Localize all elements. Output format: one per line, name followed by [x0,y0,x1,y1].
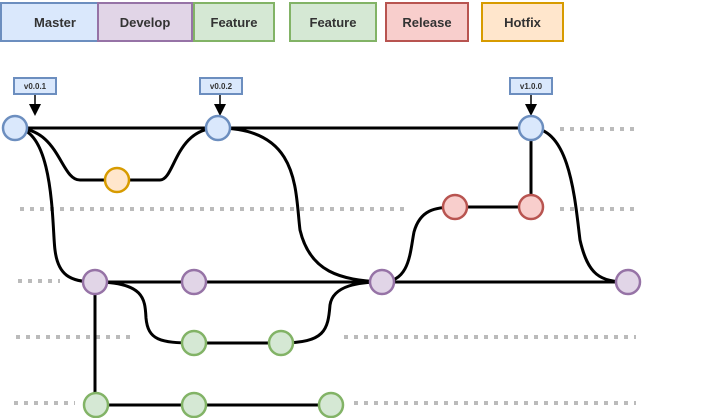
legend-release: Release [385,2,469,42]
commit-release-2[interactable] [517,193,545,221]
commit-develop-1[interactable] [81,268,109,296]
tag-v100: v1.0.0 [509,77,553,95]
commit-develop-2[interactable] [180,268,208,296]
branch-lines [14,126,629,407]
tag-v002: v0.0.2 [199,77,243,95]
commit-master-3[interactable] [517,114,545,142]
master-to-develop-final-merge [530,126,629,284]
commit-develop-3[interactable] [368,268,396,296]
commit-master-1[interactable] [1,114,29,142]
commits [1,114,642,418]
commit-feature2-3[interactable] [317,391,345,418]
commit-feature1-1[interactable] [180,329,208,357]
legend-develop: Develop [97,2,193,42]
legend-feature-2: Feature [289,2,377,42]
commit-hotfix-1[interactable] [103,166,131,194]
commit-feature2-1[interactable] [82,391,110,418]
commit-release-1[interactable] [441,193,469,221]
commit-feature1-2[interactable] [267,329,295,357]
tag-arrows [29,95,537,116]
feature1-branch-path [94,280,383,345]
commit-feature2-2[interactable] [180,391,208,418]
legend-hotfix: Hotfix [481,2,564,42]
legend-master: Master [0,2,110,42]
master-to-develop-merge [217,126,383,284]
develop-fork-path [14,126,96,284]
commit-master-2[interactable] [204,114,232,142]
commit-develop-4[interactable] [614,268,642,296]
tag-v001: v0.0.1 [13,77,57,95]
legend-feature-1: Feature [193,2,275,42]
lane-guides [14,127,636,405]
